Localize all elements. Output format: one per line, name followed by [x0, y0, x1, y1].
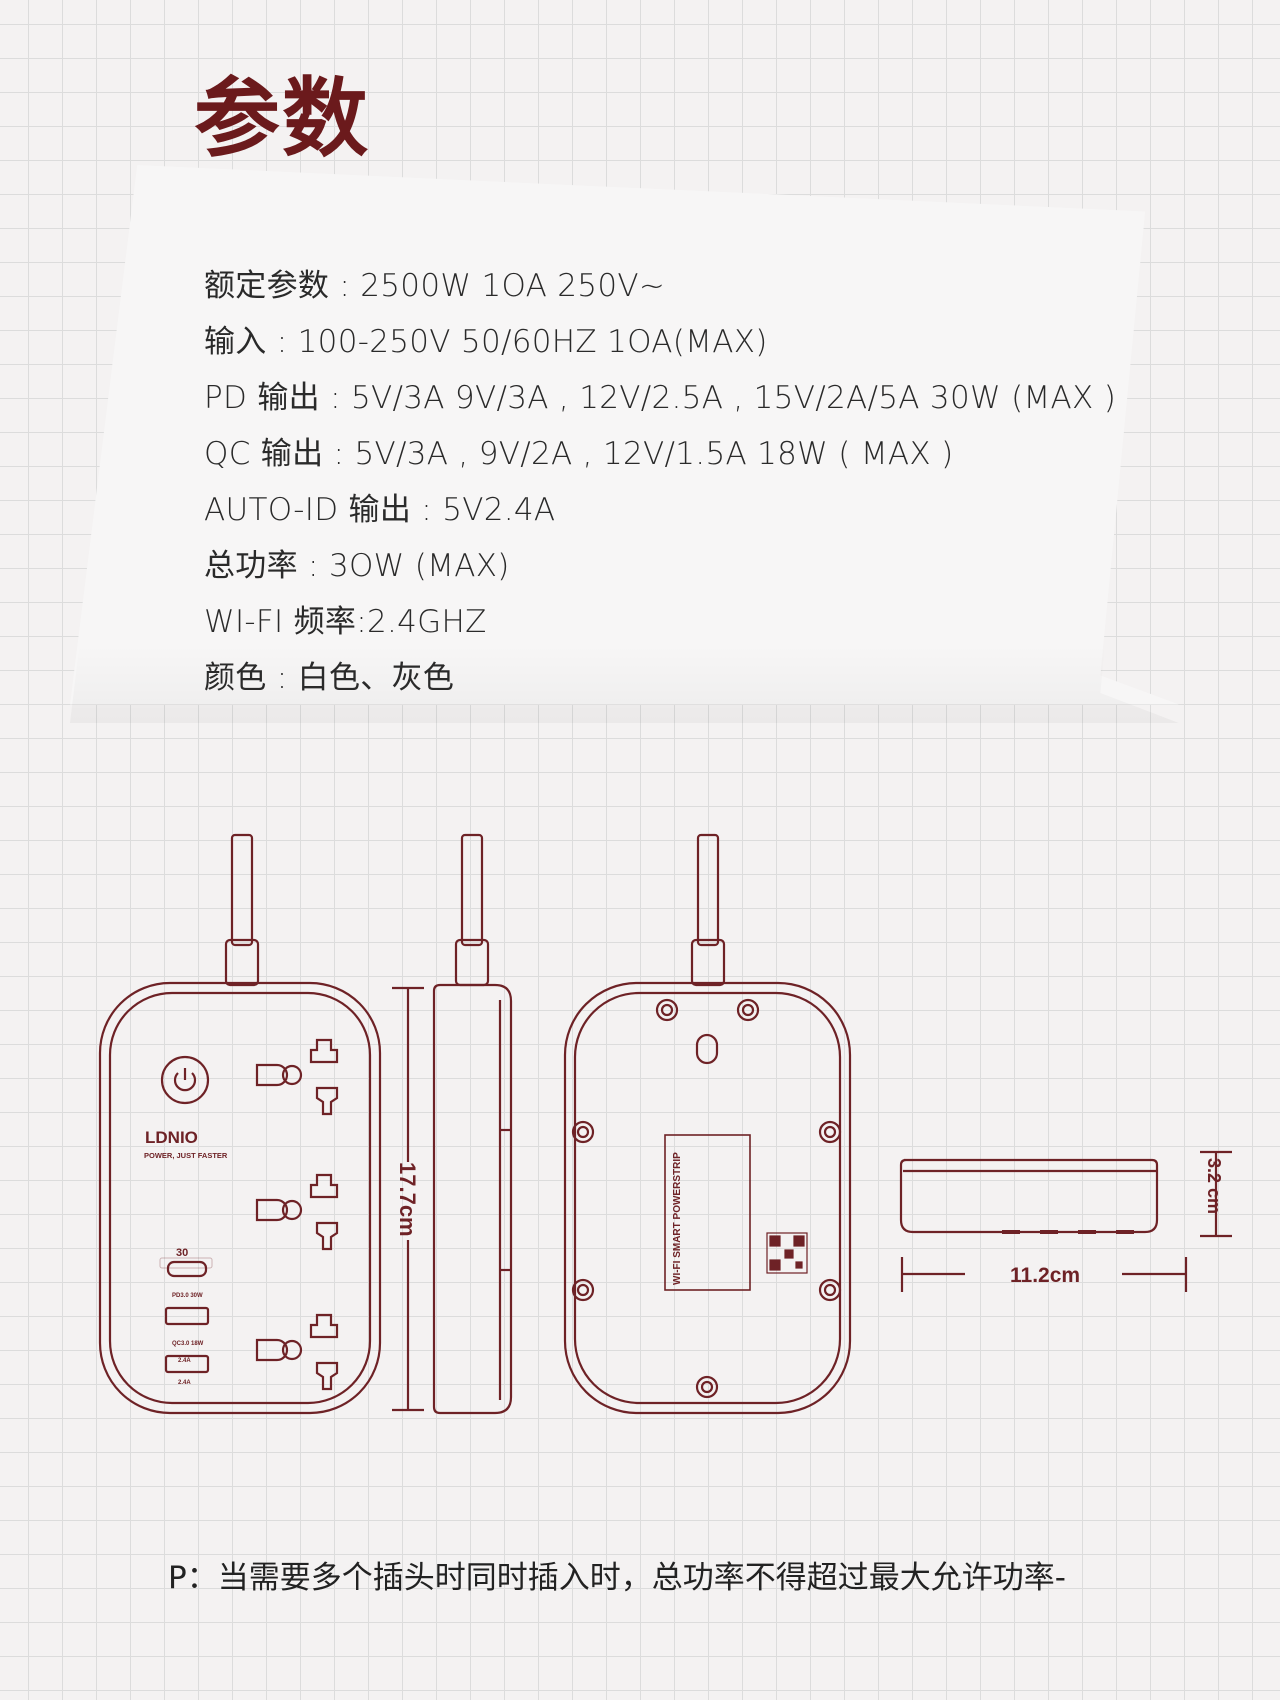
- spec-card: [70, 165, 1179, 705]
- spec-list: 额定参数 : 2500W 1OA 250V~ 输入 : 100-250V 50/…: [204, 264, 1116, 712]
- back-view: [563, 833, 852, 1415]
- hang-hole-icon: [695, 1033, 719, 1065]
- power-button-icon: [160, 1055, 210, 1105]
- product-label-text: WI-FI SMART POWERSTRIP: [672, 1152, 683, 1285]
- height-dimension: 17.7cm: [395, 1162, 420, 1237]
- footnote: P：当需要多个插头时同时插入时，总功率不得超过最大允许功率-: [168, 1560, 1066, 1596]
- top-view: [899, 1150, 1232, 1292]
- usb-a-port-icon: [164, 1354, 210, 1374]
- spec-total-power: 总功率 : 3OW (MAX): [204, 548, 510, 584]
- front-view: [98, 833, 382, 1415]
- spec-autoid-output: AUTO-ID 输出 : 5V2.4A: [204, 492, 556, 528]
- port-label-24a: 2.4A: [178, 1358, 191, 1364]
- qr-code-icon: [766, 1232, 808, 1274]
- outlet-icon: [255, 1038, 339, 1116]
- usb-c-port-icon: [166, 1260, 208, 1278]
- outlet-icon: [255, 1313, 339, 1391]
- product-label: [664, 1134, 751, 1291]
- side-view: [392, 833, 513, 1415]
- spec-wifi-frequency: WI-FI 频率:2.4GHZ: [204, 604, 487, 640]
- spec-qc-output: QC 输出 : 5V/3A , 9V/2A , 12V/1.5A 18W ( M…: [204, 436, 954, 472]
- spec-input: 输入 : 100-250V 50/60HZ 1OA(MAX): [204, 324, 768, 360]
- port-label-qc: QC3.0 18W: [172, 1341, 204, 1347]
- page-title: 参数: [194, 69, 370, 169]
- spec-card-shade: [70, 165, 1179, 723]
- brand-logo: LDNIO: [145, 1128, 198, 1147]
- spec-pd-output: PD 输出 : 5V/3A 9V/3A , 12V/2.5A , 15V/2A/…: [204, 380, 1117, 416]
- thickness-dimension: 3.2 cm: [1204, 1158, 1224, 1214]
- spec-color: 颜色 : 白色、灰色: [204, 660, 455, 696]
- brand-slogan: POWER, JUST FASTER: [144, 1151, 228, 1160]
- outlet-icon: [255, 1173, 339, 1251]
- spec-rated: 额定参数 : 2500W 1OA 250V~: [204, 268, 666, 304]
- port-label-24a-2: 2.4A: [178, 1380, 191, 1386]
- usb-a-port-icon: [164, 1306, 210, 1326]
- usb-badge: 30: [176, 1247, 188, 1259]
- port-label-pd: PD3.0 30W: [172, 1293, 203, 1299]
- width-dimension: 11.2cm: [1010, 1264, 1080, 1287]
